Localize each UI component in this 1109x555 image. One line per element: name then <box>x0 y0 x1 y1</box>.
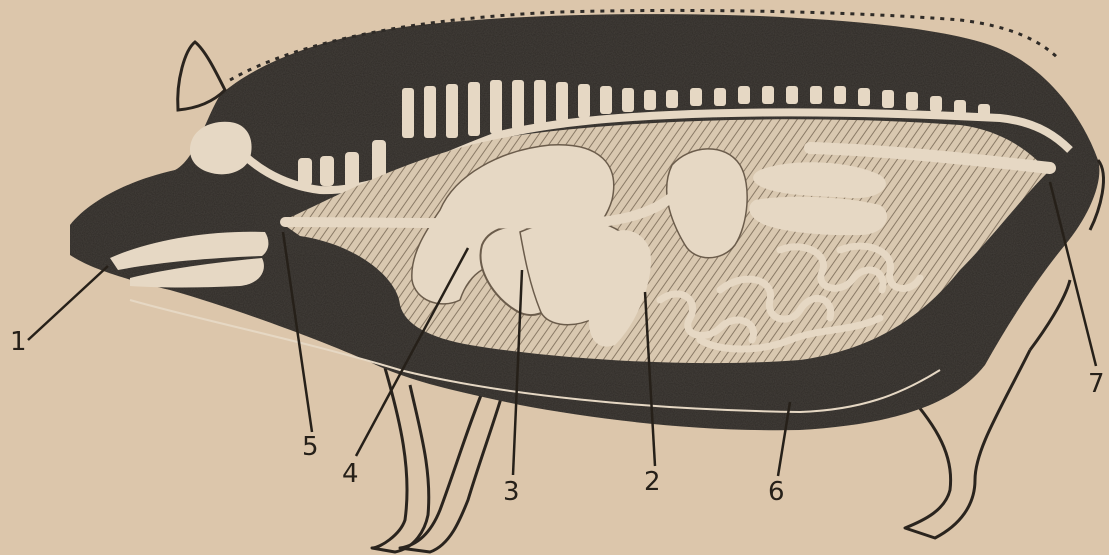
label-5: 5 <box>302 432 319 462</box>
label-7: 7 <box>1088 369 1105 399</box>
label-2: 2 <box>644 467 661 497</box>
label-1: 1 <box>10 327 27 357</box>
label-4: 4 <box>342 459 359 489</box>
label-3: 3 <box>503 477 520 507</box>
label-6: 6 <box>768 477 785 507</box>
